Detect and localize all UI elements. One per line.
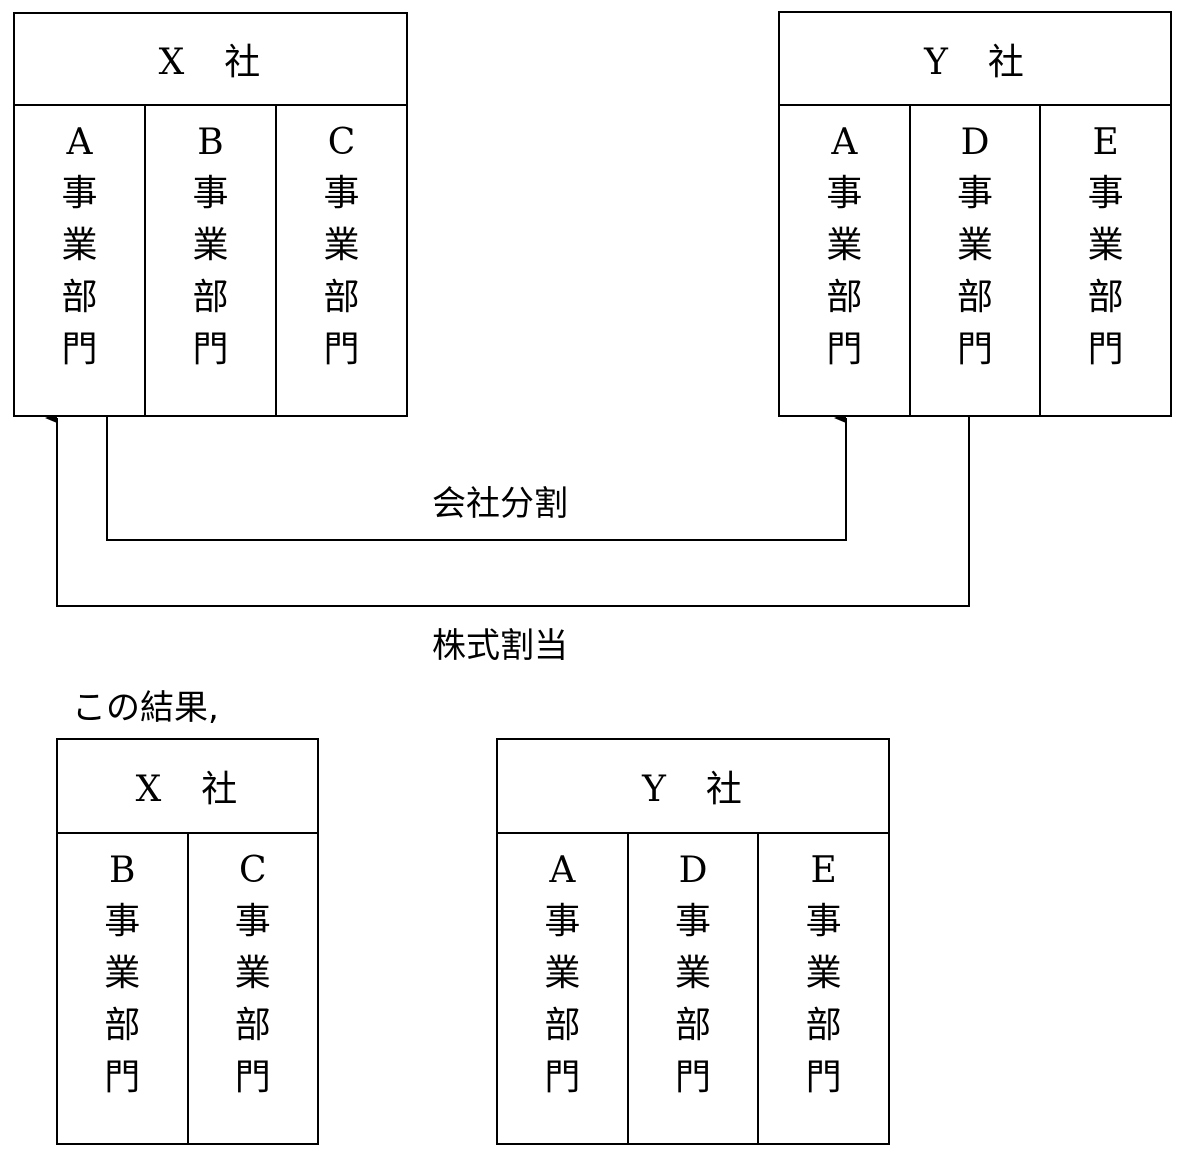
share-allocation-arrow xyxy=(45,413,970,607)
division-label: 事業部門 xyxy=(826,173,863,370)
result-text: この結果, xyxy=(72,688,219,728)
company-split-label: 会社分割 xyxy=(432,484,568,524)
division-label: 事業部門 xyxy=(674,901,711,1098)
division-label: 事業部門 xyxy=(192,173,229,370)
division-label: 事業部門 xyxy=(956,173,993,370)
division-letter: D xyxy=(960,122,990,163)
division-letter: C xyxy=(238,850,267,891)
company-title: X 社 xyxy=(15,14,406,106)
division-column: C 事業部門 xyxy=(186,832,318,1143)
company-title: Y 社 xyxy=(498,740,888,834)
division-label: 事業部門 xyxy=(323,173,360,370)
division-columns: A 事業部門 D 事業部門 E 事業部門 xyxy=(780,104,1170,415)
division-column: D 事業部門 xyxy=(908,104,1040,415)
division-label: 事業部門 xyxy=(805,901,842,1098)
division-letter: A xyxy=(831,122,858,163)
bottom-y-company-box: Y 社 A 事業部門 D 事業部門 E 事業部門 xyxy=(496,738,890,1145)
division-column: A 事業部門 xyxy=(498,832,627,1143)
division-label: 事業部門 xyxy=(61,173,98,370)
division-label: 事業部門 xyxy=(234,901,271,1098)
division-letter: A xyxy=(549,850,576,891)
division-column: E 事業部門 xyxy=(1039,104,1170,415)
division-letter: B xyxy=(109,850,136,891)
division-letter: E xyxy=(810,850,837,891)
company-split-arrow xyxy=(106,413,847,541)
bottom-x-company-box: X 社 B 事業部門 C 事業部門 xyxy=(56,738,319,1145)
division-column: A 事業部門 xyxy=(780,104,909,415)
division-column: A 事業部門 xyxy=(15,104,144,415)
company-title: Y 社 xyxy=(780,13,1170,106)
division-label: 事業部門 xyxy=(1087,173,1124,370)
division-column: D 事業部門 xyxy=(626,832,758,1143)
division-columns: A 事業部門 B 事業部門 C 事業部門 xyxy=(15,104,406,415)
division-column: E 事業部門 xyxy=(757,832,888,1143)
top-y-company-box: Y 社 A 事業部門 D 事業部門 E 事業部門 xyxy=(778,11,1172,417)
division-columns: B 事業部門 C 事業部門 xyxy=(58,832,317,1143)
division-label: 事業部門 xyxy=(104,901,141,1098)
share-allocation-label: 株式割当 xyxy=(432,626,568,666)
division-column: C 事業部門 xyxy=(275,104,406,415)
company-title: X 社 xyxy=(58,740,317,834)
division-letter: D xyxy=(678,850,708,891)
division-letter: E xyxy=(1092,122,1119,163)
division-label: 事業部門 xyxy=(544,901,581,1098)
division-letter: B xyxy=(197,122,224,163)
top-x-company-box: X 社 A 事業部門 B 事業部門 C 事業部門 xyxy=(13,12,408,417)
division-letter: A xyxy=(66,122,93,163)
division-column: B 事業部門 xyxy=(144,104,275,415)
division-column: B 事業部門 xyxy=(58,832,187,1143)
division-columns: A 事業部門 D 事業部門 E 事業部門 xyxy=(498,832,888,1143)
division-letter: C xyxy=(327,122,356,163)
